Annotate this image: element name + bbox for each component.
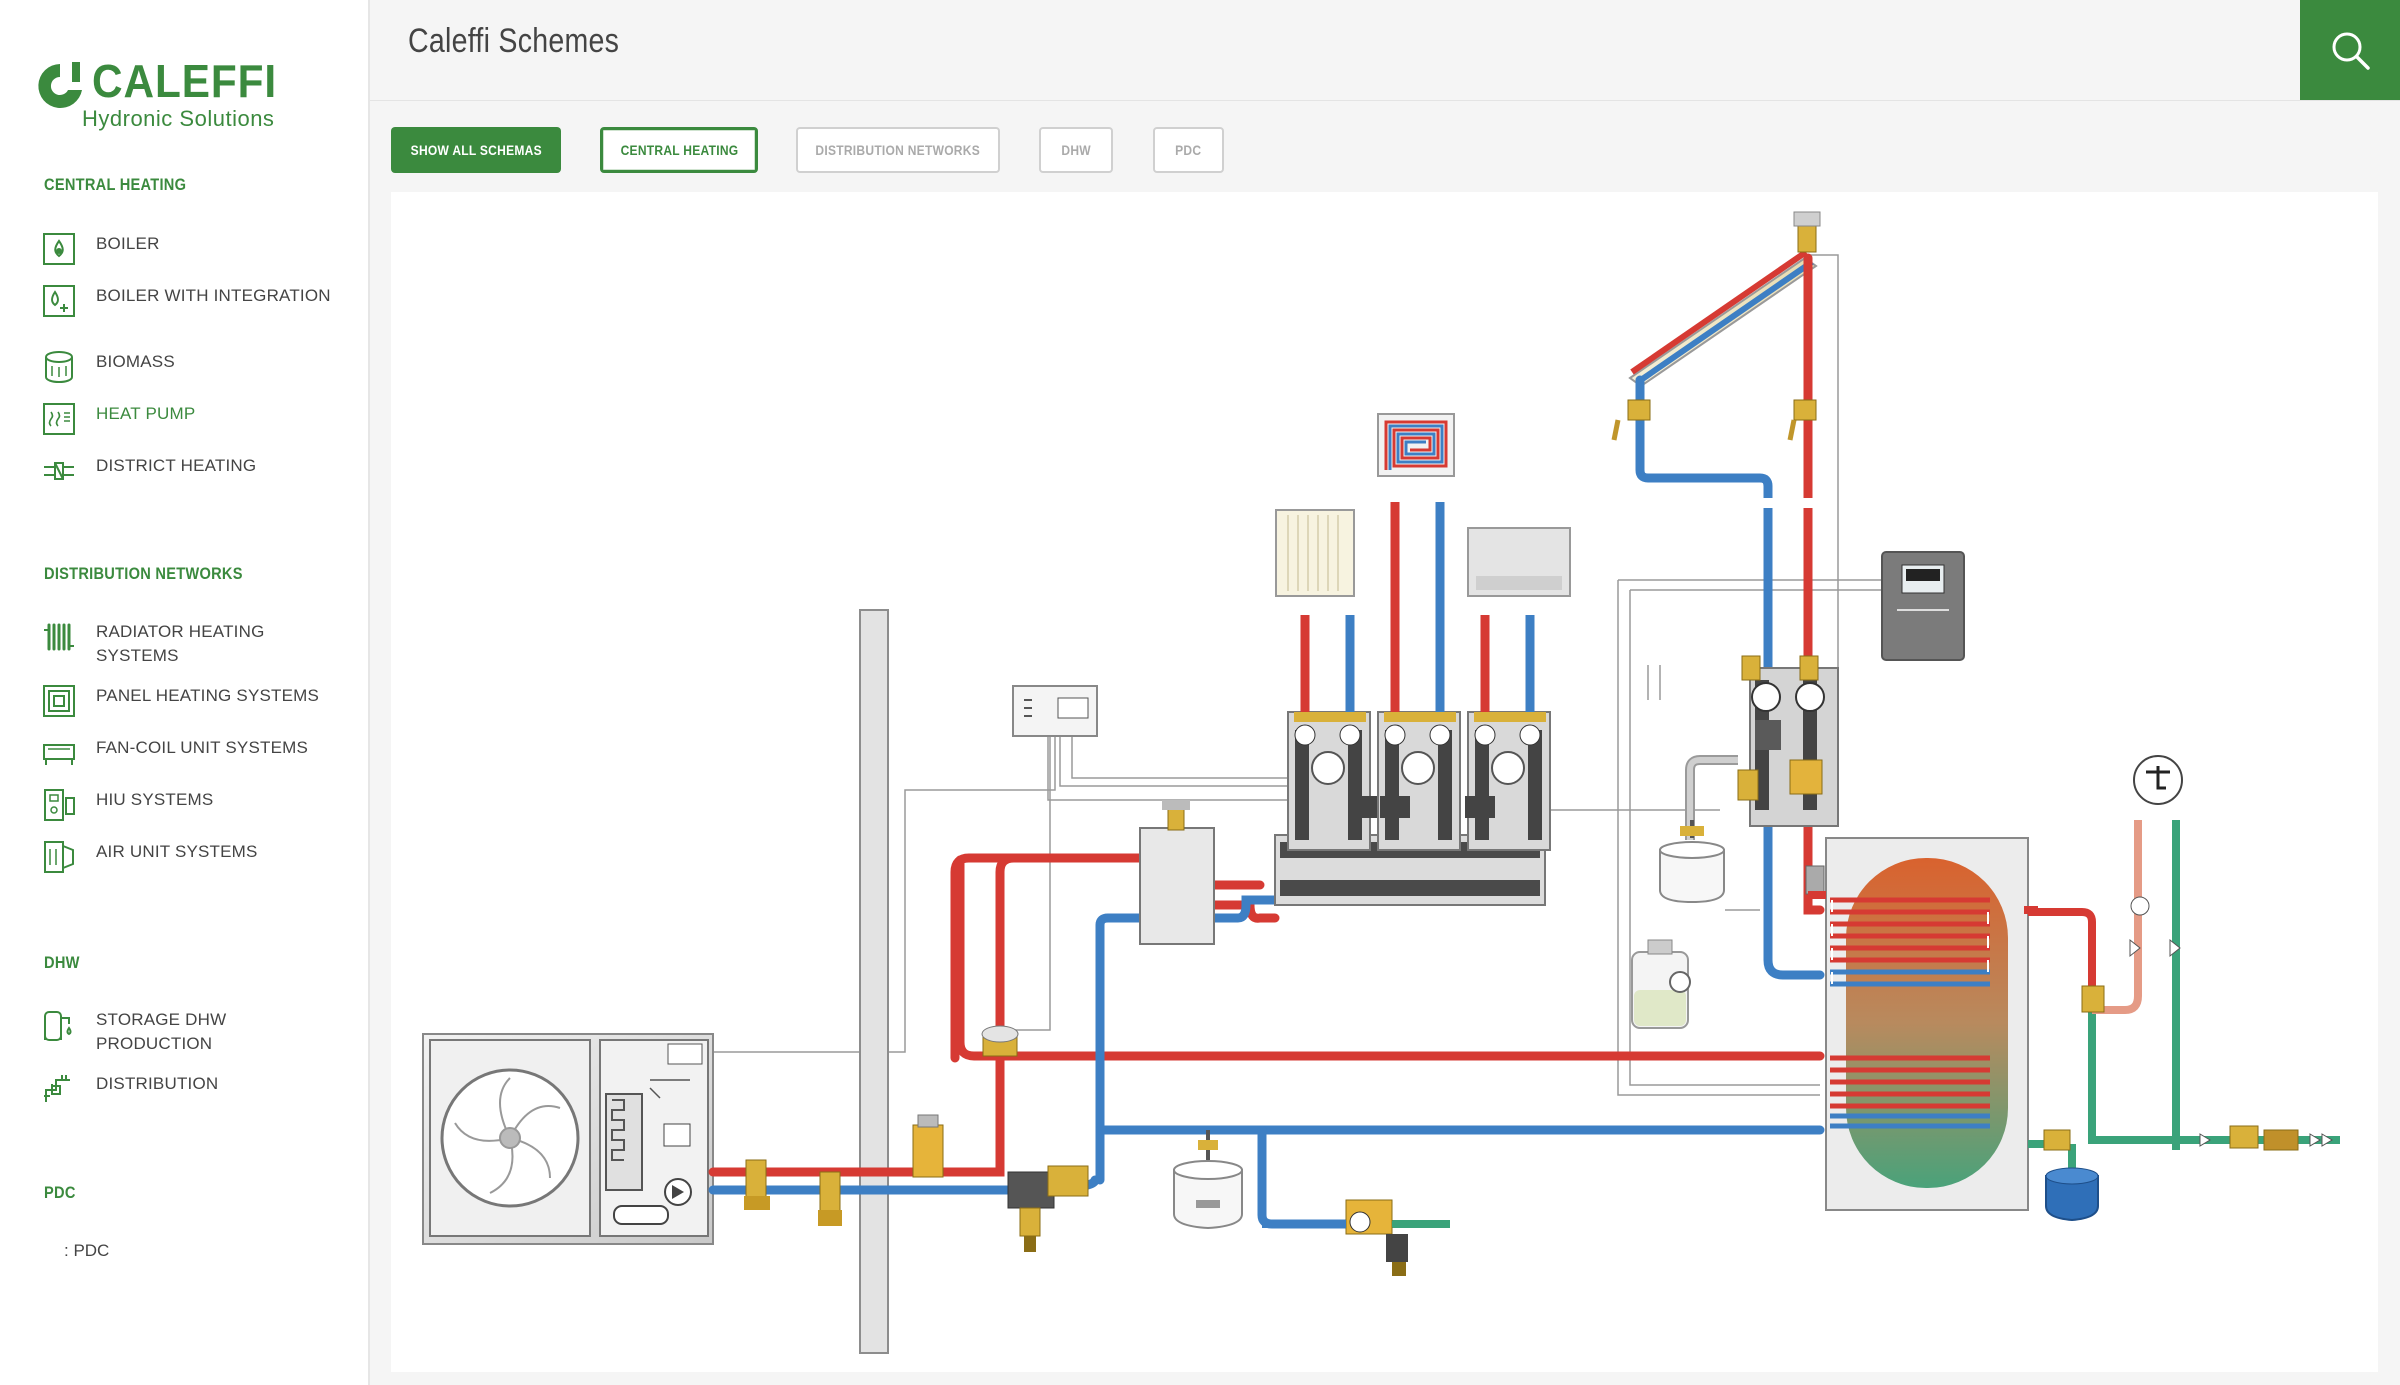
boiler-integration-icon bbox=[43, 285, 75, 317]
solar-fluid-container[interactable] bbox=[1631, 939, 1691, 1029]
sidebar-item-panel-heating[interactable]: PANEL HEATING SYSTEMS bbox=[42, 684, 342, 718]
building-wall bbox=[859, 609, 889, 1354]
dirt-separator-filter[interactable] bbox=[1007, 1165, 1089, 1252]
fan-coil-icon bbox=[43, 744, 75, 765]
sidebar-item-label: DISTRICT HEATING bbox=[96, 456, 257, 475]
pipe-break bbox=[1750, 498, 1786, 508]
sidebar-item-label: BOILER WITH INTEGRATION bbox=[96, 286, 331, 305]
button-label: DISTRIBUTION NETWORKS bbox=[815, 142, 981, 158]
hiu-icon bbox=[44, 789, 75, 821]
sidebar-item-label: STORAGE DHW PRODUCTION bbox=[96, 1010, 227, 1053]
storage-dhw-icon bbox=[44, 1011, 72, 1041]
brand-name: CALEFFI bbox=[92, 55, 278, 107]
sidebar-item-fan-coil[interactable]: FAN-COIL UNIT SYSTEMS bbox=[42, 736, 342, 770]
air-unit-icon bbox=[44, 841, 74, 873]
solar-controller[interactable] bbox=[1881, 551, 1965, 661]
primary-circuit-pipes bbox=[708, 853, 1825, 1229]
radiator-icon bbox=[44, 623, 74, 651]
fan-icon bbox=[454, 1077, 561, 1194]
heat-pump-scheme-diagram[interactable] bbox=[391, 192, 2378, 1372]
pipe-stubs bbox=[1808, 891, 2038, 914]
section-title-dhw: DHW bbox=[44, 953, 80, 972]
header: Caleffi Schemes bbox=[370, 0, 2400, 101]
hydraulic-separator[interactable] bbox=[1139, 800, 1215, 945]
primary-valves[interactable] bbox=[744, 1025, 1019, 1226]
sidebar-item-district-heating[interactable]: DISTRICT HEATING bbox=[42, 454, 342, 488]
radiator[interactable] bbox=[1275, 509, 1355, 597]
sidebar-item-label: HEAT PUMP bbox=[96, 404, 196, 423]
solar-valves bbox=[1611, 399, 1817, 441]
emitter-pipes bbox=[1300, 502, 1535, 712]
sidebar-item-boiler[interactable]: BOILER bbox=[42, 232, 342, 266]
solar-circuit-pipes bbox=[1635, 253, 1825, 980]
biomass-icon bbox=[45, 351, 73, 384]
dhw-expansion-vessel[interactable] bbox=[2043, 1129, 2099, 1222]
solar-expansion-vessel[interactable] bbox=[1659, 820, 1725, 904]
sidebar-item-dhw-distribution[interactable]: DISTRIBUTION bbox=[42, 1072, 342, 1106]
brand-tagline: Hydronic Solutions bbox=[82, 106, 275, 131]
button-label: PDC bbox=[1175, 142, 1202, 158]
page-title: Caleffi Schemes bbox=[408, 22, 620, 60]
pump-group-panel[interactable] bbox=[1377, 711, 1461, 851]
sidebar-item-heat-pump[interactable]: HEAT PUMP bbox=[42, 402, 342, 436]
sidebar-item-hiu[interactable]: HIU SYSTEMS bbox=[42, 788, 342, 822]
filter-pdc-button[interactable]: PDC bbox=[1153, 127, 1224, 173]
dhw-tap[interactable] bbox=[2133, 755, 2183, 805]
dhw-mixing-valve[interactable] bbox=[2081, 896, 2181, 1013]
sidebar-item-boiler-with-integration[interactable]: BOILER WITH INTEGRATION bbox=[42, 284, 342, 318]
filter-dhw-button[interactable]: DHW bbox=[1039, 127, 1113, 173]
expansion-vessel[interactable] bbox=[1173, 1130, 1243, 1230]
solar-collector[interactable] bbox=[1628, 211, 1821, 388]
pipe-break bbox=[1790, 498, 1826, 508]
sidebar-item-label: PANEL HEATING SYSTEMS bbox=[96, 686, 320, 705]
system-controller[interactable] bbox=[1012, 685, 1098, 737]
sidebar-item-biomass[interactable]: BIOMASS bbox=[42, 350, 342, 384]
search-button[interactable] bbox=[2300, 0, 2400, 100]
sidebar-item-label: BOILER bbox=[96, 234, 160, 253]
search-icon bbox=[2332, 32, 2370, 70]
heat-pump-icon bbox=[43, 403, 75, 435]
fan-coil-unit[interactable] bbox=[1467, 527, 1571, 597]
sidebar-item-pdc[interactable]: : PDC bbox=[64, 1241, 110, 1260]
caleffi-logo-icon bbox=[38, 62, 82, 108]
filter-central-heating-button[interactable]: CENTRAL HEATING bbox=[600, 127, 758, 173]
distribution-icon bbox=[44, 1075, 70, 1102]
section-title-pdc: PDC bbox=[44, 1183, 76, 1202]
button-label: CENTRAL HEATING bbox=[620, 142, 738, 158]
button-label: SHOW ALL SCHEMAS bbox=[410, 142, 542, 158]
sidebar-item-label: AIR UNIT SYSTEMS bbox=[96, 842, 258, 861]
sidebar-item-label: HIU SYSTEMS bbox=[96, 790, 214, 809]
pump-group-radiator[interactable] bbox=[1287, 711, 1380, 851]
panel-heating-icon bbox=[43, 685, 75, 717]
button-label: DHW bbox=[1061, 142, 1091, 158]
scheme-canvas[interactable] bbox=[391, 192, 2378, 1372]
heat-pump-unit[interactable] bbox=[422, 1033, 714, 1245]
sidebar-item-storage-dhw[interactable]: STORAGE DHW PRODUCTION bbox=[42, 1008, 342, 1056]
section-title-central-heating: CENTRAL HEATING bbox=[44, 175, 187, 194]
sidebar-item-radiator-heating[interactable]: RADIATOR HEATING SYSTEMS bbox=[42, 620, 342, 668]
sidebar-item-label: BIOMASS bbox=[96, 352, 175, 371]
sidebar: CALEFFI Hydronic Solutions CENTRAL HEATI… bbox=[0, 0, 370, 1385]
filter-distribution-networks-button[interactable]: DISTRIBUTION NETWORKS bbox=[796, 127, 1000, 173]
caleffi-logo[interactable]: CALEFFI Hydronic Solutions bbox=[34, 56, 334, 136]
dhw-pipes bbox=[2028, 820, 2340, 1172]
pump-group-fancoil[interactable] bbox=[1465, 711, 1551, 851]
section-title-distribution-networks: DISTRIBUTION NETWORKS bbox=[44, 564, 243, 583]
district-heating-icon bbox=[44, 462, 74, 480]
control-wiring bbox=[710, 254, 1883, 1096]
sidebar-item-air-unit[interactable]: AIR UNIT SYSTEMS bbox=[42, 840, 342, 874]
boiler-icon bbox=[43, 233, 75, 265]
underfloor-panel[interactable] bbox=[1377, 413, 1455, 477]
solar-pump-station[interactable] bbox=[1684, 655, 1839, 840]
sidebar-item-label: RADIATOR HEATING SYSTEMS bbox=[96, 622, 265, 665]
sidebar-item-label: DISTRIBUTION bbox=[96, 1074, 219, 1093]
show-all-schemas-button[interactable]: SHOW ALL SCHEMAS bbox=[391, 127, 561, 173]
cold-water-inlet-valves[interactable] bbox=[2199, 1125, 2333, 1151]
sidebar-item-label: FAN-COIL UNIT SYSTEMS bbox=[96, 738, 309, 757]
dhw-storage-tank[interactable] bbox=[1805, 837, 2029, 1211]
filling-unit[interactable] bbox=[1345, 1199, 1450, 1276]
